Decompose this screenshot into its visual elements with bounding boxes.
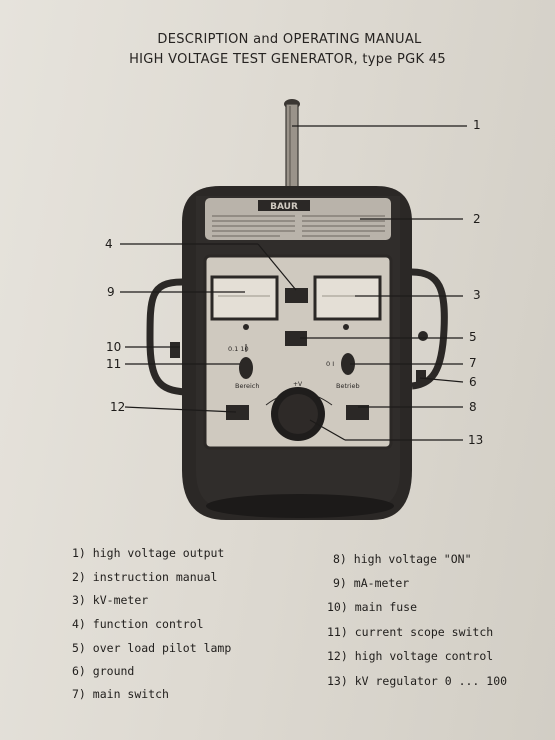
manual-title: DESCRIPTION and OPERATING MANUAL xyxy=(157,32,422,47)
ma-meter xyxy=(210,275,279,321)
callout-7: 7 xyxy=(469,356,477,370)
main-fuse xyxy=(170,342,180,358)
ground-terminal xyxy=(416,370,426,384)
manual-subtitle: HIGH VOLTAGE TEST GENERATOR, type PGK 45 xyxy=(129,52,446,67)
high-voltage-output-rod xyxy=(284,99,300,191)
legend-item: 1) high voltage output xyxy=(72,546,225,560)
callout-2: 2 xyxy=(473,212,481,226)
function-control xyxy=(285,288,308,303)
brand-logo: BAUR xyxy=(270,202,298,212)
callout-9: 9 xyxy=(107,285,115,299)
legend-item: 12) high voltage control xyxy=(327,649,494,663)
main-switch xyxy=(341,353,355,375)
legend-item: 10) main fuse xyxy=(327,600,418,614)
right-handle xyxy=(411,268,448,390)
callout-13: 13 xyxy=(468,433,484,447)
callout-10: 10 xyxy=(106,340,122,354)
callout-11: 11 xyxy=(106,357,122,371)
legend-item: 11) current scope switch xyxy=(327,625,494,639)
overload-lamp xyxy=(285,331,307,346)
legend-item: 7) main switch xyxy=(72,687,169,701)
kv-mark: +V xyxy=(293,381,303,388)
callout-4: 4 xyxy=(105,237,113,251)
legend-item: 8) high voltage "ON" xyxy=(333,552,472,566)
instruction-plate xyxy=(205,198,391,240)
callout-12: 12 xyxy=(110,400,126,414)
range-word: Bereich xyxy=(235,382,260,390)
callout-5: 5 xyxy=(469,330,477,344)
operation-word: Betrieb xyxy=(336,382,360,390)
left-handle xyxy=(146,278,186,396)
range-values: 0.1 10 xyxy=(228,345,249,353)
kv-meter xyxy=(313,275,382,321)
legend-item: 6) ground xyxy=(72,664,135,678)
high-voltage-on-button xyxy=(346,405,369,420)
callout-3: 3 xyxy=(473,288,481,302)
callout-8: 8 xyxy=(469,400,477,414)
callout-1: 1 xyxy=(473,118,481,132)
high-voltage-control-button xyxy=(226,405,249,420)
legend-item: 9) mA-meter xyxy=(333,576,410,590)
current-scope-switch xyxy=(239,357,253,379)
legend-item: 13) kV regulator 0 ... 100 xyxy=(327,674,508,688)
legend-item: 4) function control xyxy=(72,617,204,631)
callout-6: 6 xyxy=(469,375,477,389)
legend-item: 3) kV-meter xyxy=(72,593,149,607)
legend-item: 2) instruction manual xyxy=(72,570,218,584)
legend-item: 5) over load pilot lamp xyxy=(72,641,232,655)
operation-values: 0 I xyxy=(326,360,334,368)
